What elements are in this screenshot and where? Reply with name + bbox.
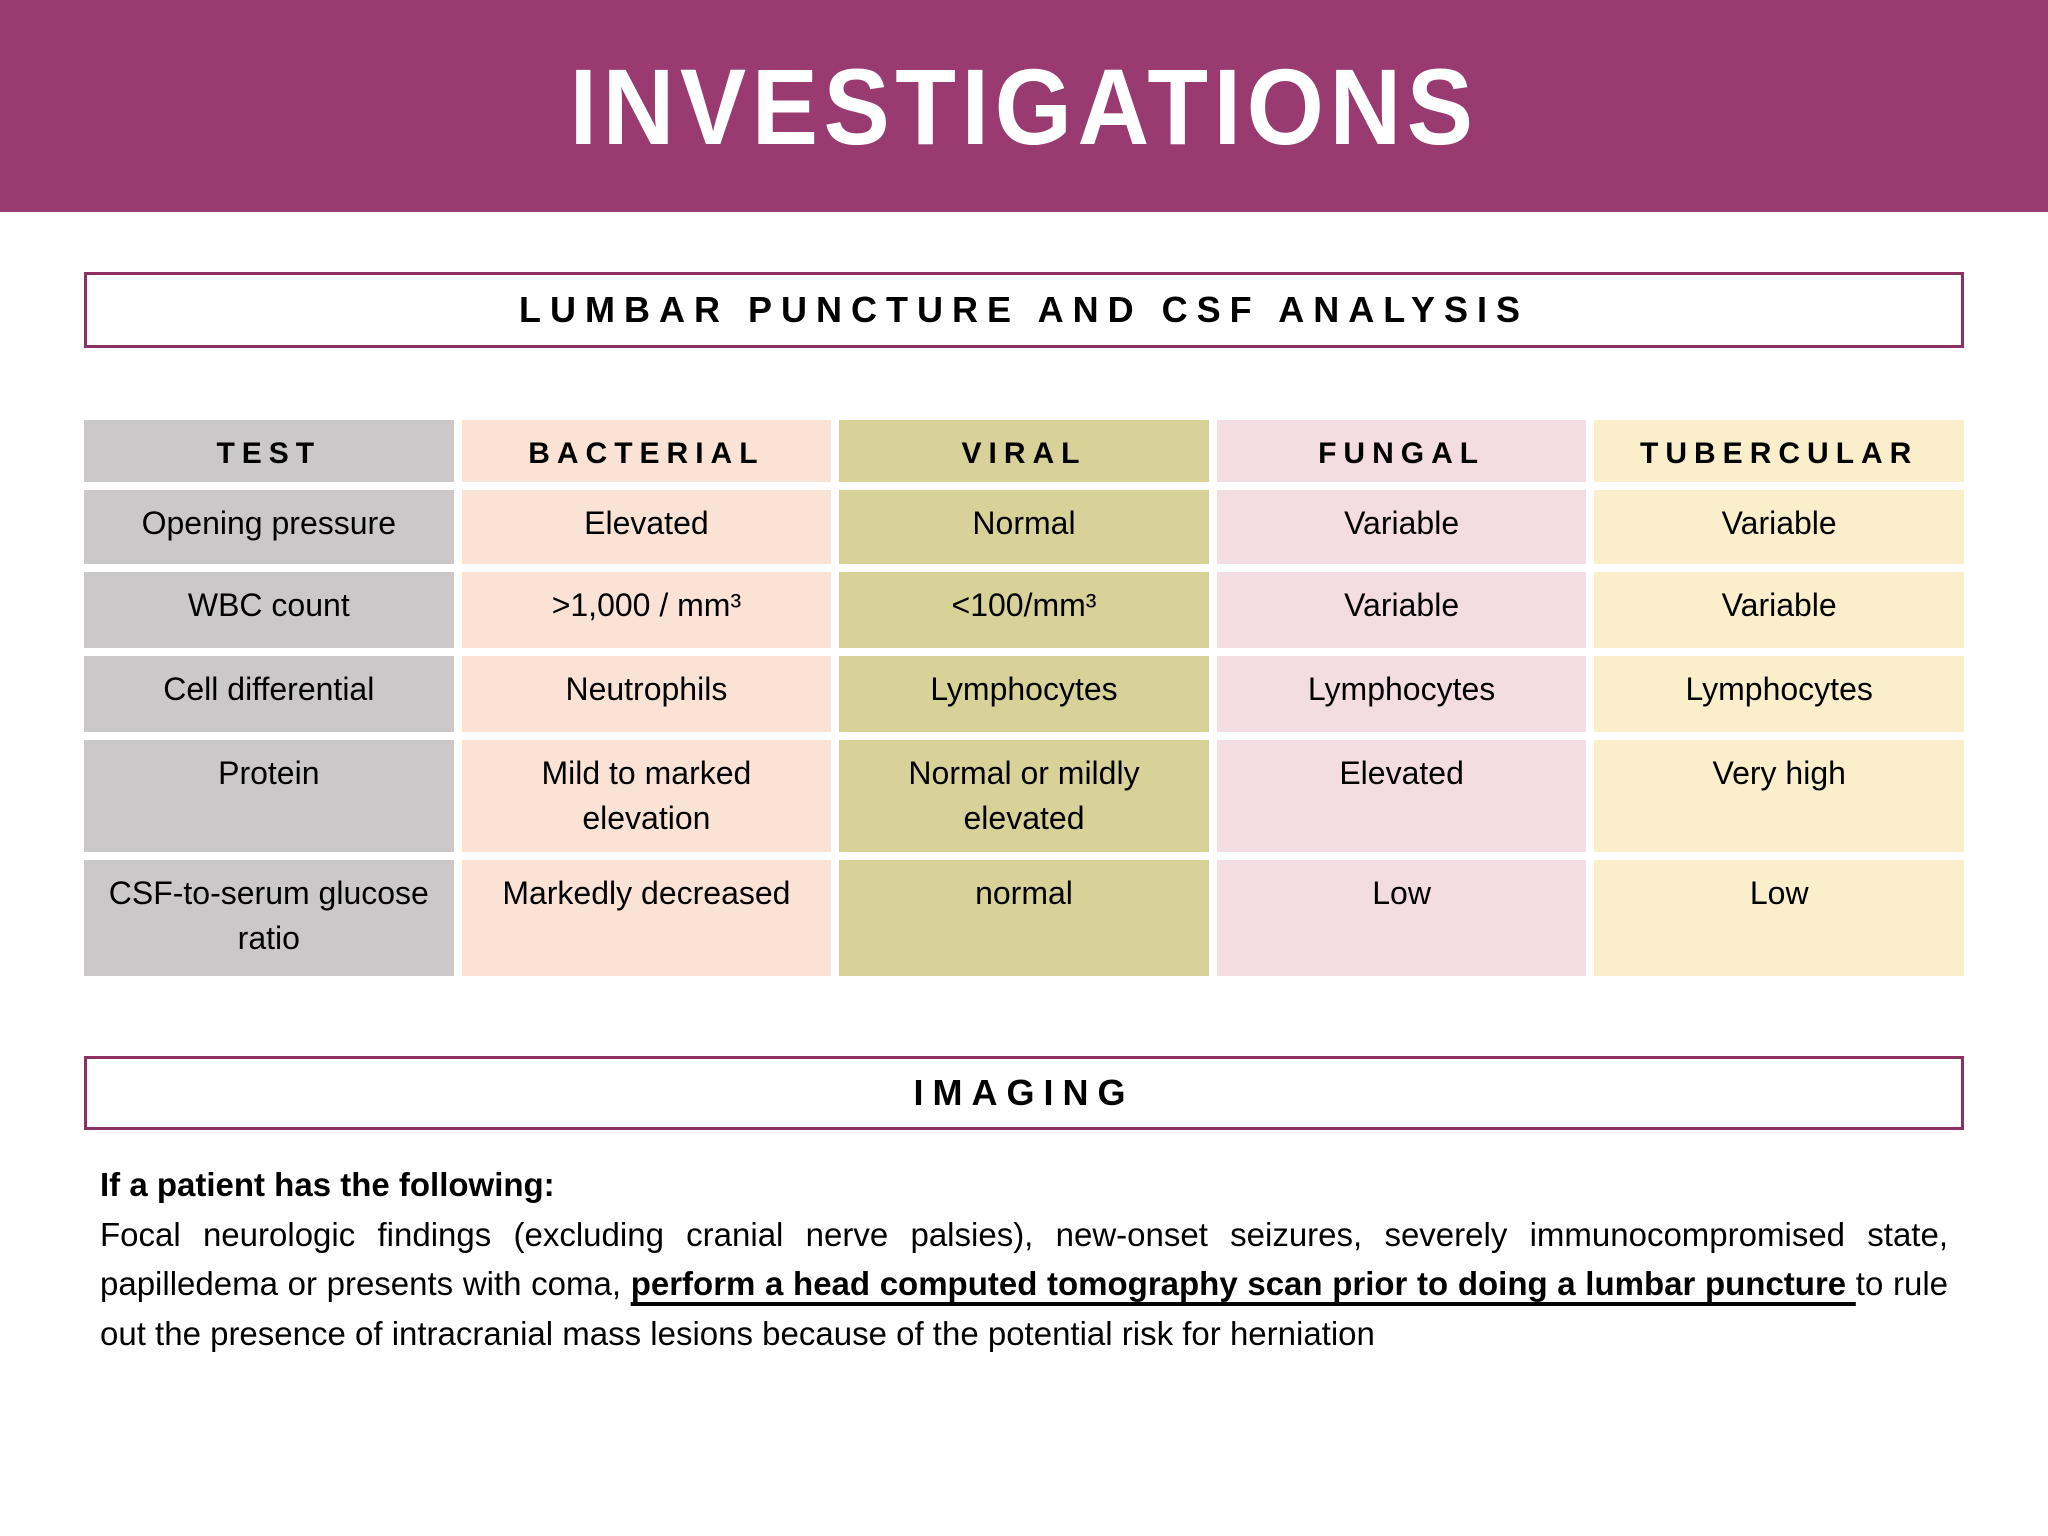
table-cell: >1,000 / mm³ [461,572,832,648]
table-cell-row-label: CSF-to-serum glucose ratio [84,860,454,976]
csf-analysis-table: TEST BACTERIAL VIRAL FUNGAL TUBERCULAR O… [84,420,1964,976]
imaging-note-intro: If a patient has the following: [100,1166,555,1203]
table-cell: Variable [1216,490,1587,564]
content-area: LUMBAR PUNCTURE AND CSF ANALYSIS TEST BA… [0,272,2048,1358]
table-cell: Lymphocytes [1594,656,1964,732]
imaging-note-body-before: Focal neurologic findings (excluding cra… [100,1215,1948,1303]
table-cell-row-label: Protein [84,740,454,852]
table-cell: Normal [839,490,1209,564]
column-header-test: TEST [84,420,454,482]
imaging-note: If a patient has the following: Focal ne… [100,1160,1948,1358]
table-cell: Variable [1594,490,1964,564]
table-cell: Lymphocytes [839,656,1209,732]
table-cell: Variable [1216,572,1587,648]
section-title-imaging: IMAGING [913,1072,1135,1113]
section-header-imaging: IMAGING [84,1056,1964,1130]
table-cell: Lymphocytes [1216,656,1587,732]
section-title-csf-analysis: LUMBAR PUNCTURE AND CSF ANALYSIS [518,289,1530,330]
table-cell: Variable [1594,572,1964,648]
table-cell: Elevated [461,490,832,564]
column-header-tubercular: TUBERCULAR [1594,420,1964,482]
table-cell-row-label: Cell differential [84,656,454,732]
table-cell: Mild to marked elevation [461,740,832,852]
table-cell: <100/mm³ [839,572,1209,648]
table-cell: Elevated [1216,740,1587,852]
imaging-note-body-after: to rule out the presence of intracranial… [100,1265,1948,1352]
imaging-note-emphasis: perform a head computed tomography scan … [630,1265,1856,1302]
column-header-viral: VIRAL [839,420,1209,482]
section-header-csf-analysis: LUMBAR PUNCTURE AND CSF ANALYSIS [84,272,1964,348]
table-cell: Neutrophils [461,656,832,732]
table-cell-row-label: Opening pressure [84,490,454,564]
table-cell: Low [1216,860,1587,976]
title-banner: INVESTIGATIONS [0,0,2048,212]
table-cell: Low [1594,860,1964,976]
column-header-bacterial: BACTERIAL [461,420,832,482]
column-header-fungal: FUNGAL [1216,420,1587,482]
table-cell: Markedly decreased [461,860,832,976]
page-title: INVESTIGATIONS [569,45,1479,167]
table-cell-row-label: WBC count [84,572,454,648]
table-cell: Very high [1594,740,1964,852]
table-cell: Normal or mildly elevated [839,740,1209,852]
table-cell: normal [839,860,1209,976]
